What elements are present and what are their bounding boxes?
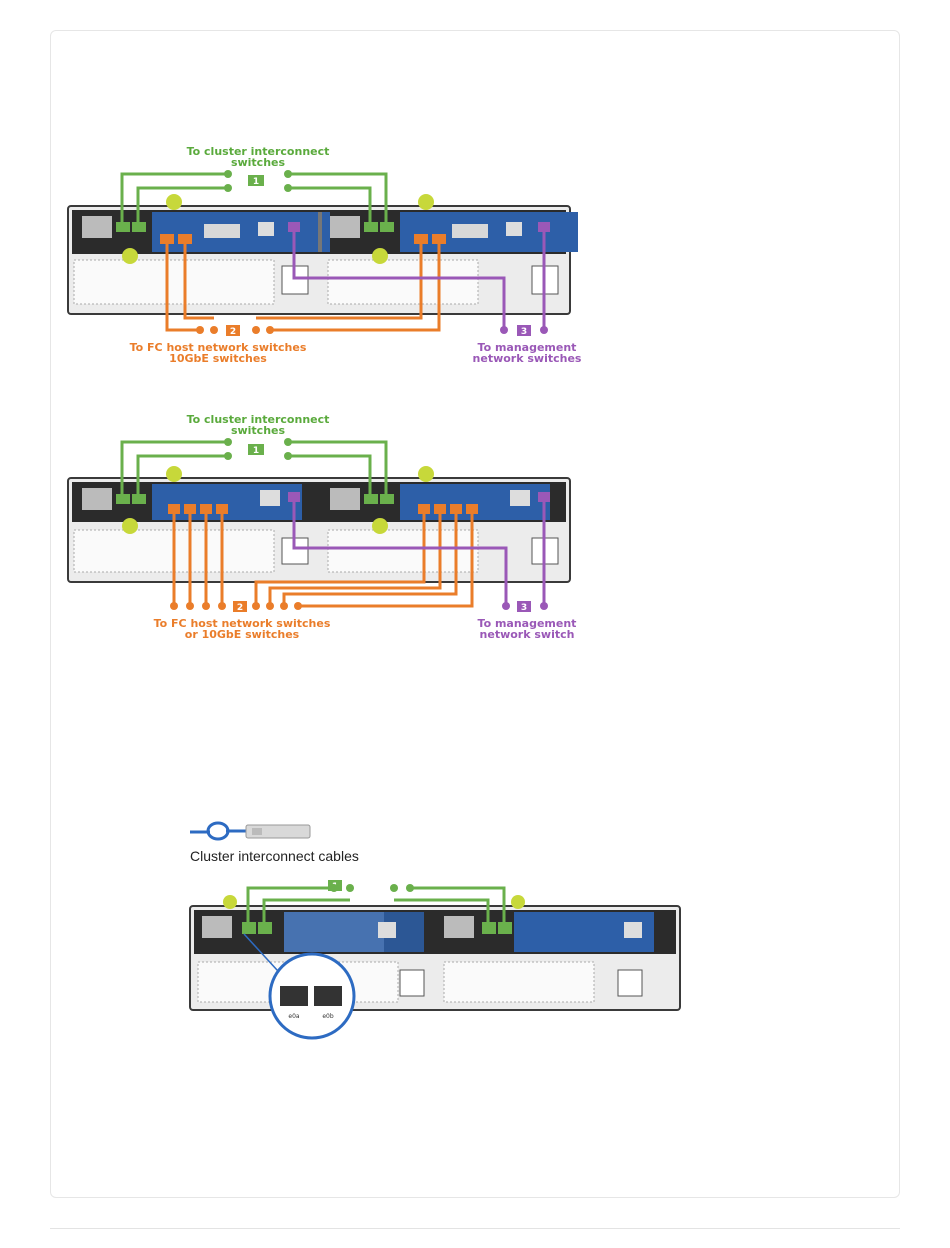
fc-label-line2: or 10GbE switches <box>185 628 300 641</box>
cluster-label-line2: switches <box>231 424 286 437</box>
cluster-badge-number: 1 <box>253 177 259 187</box>
zoom-port-b-label: e0b <box>322 1013 334 1020</box>
controller-a-panel <box>152 212 330 252</box>
fc-badge-number: 2 <box>230 327 236 337</box>
mgmt-badge-number: 3 <box>521 327 527 337</box>
cluster-badge-number: 1 <box>253 446 259 456</box>
mgmt-badge-number: 3 <box>521 603 527 613</box>
mgmt-label-line2: network switch <box>480 628 575 641</box>
page-footer-rule <box>50 1228 900 1229</box>
controller-a-panel <box>284 912 424 952</box>
mgmt-label-line2: network switches <box>473 352 582 365</box>
fc-badge-number: 2 <box>237 603 243 613</box>
zoom-port-a-label: e0a <box>288 1013 300 1020</box>
cable-icon <box>188 818 314 844</box>
cabling-diagram-2: To cluster interconnect switches 1 <box>60 408 600 644</box>
cluster-label-line2: switches <box>231 156 286 169</box>
cabling-diagram-3: 1 e0a e0b <box>188 874 684 1044</box>
cable-caption: Cluster interconnect cables <box>190 848 359 864</box>
controller-b-panel <box>400 212 578 252</box>
fc-label-line2: 10GbE switches <box>169 352 267 365</box>
cabling-diagram-1: To cluster interconnect switches 1 <box>60 140 600 370</box>
